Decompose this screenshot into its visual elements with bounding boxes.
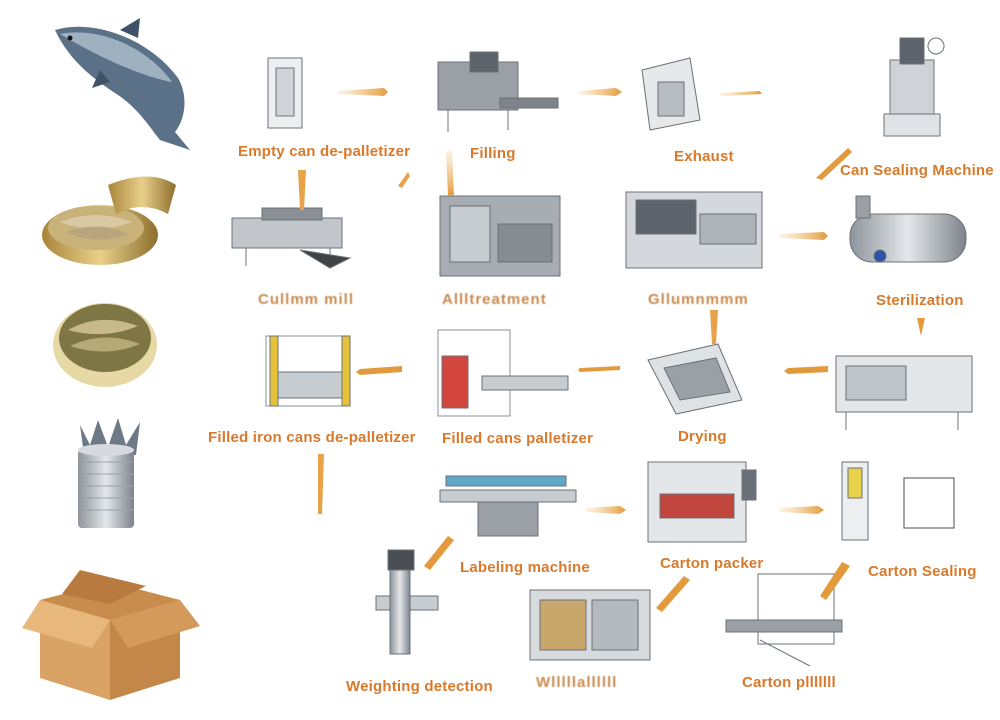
arrow-filling-to-exhaust xyxy=(578,88,622,96)
filled-iron-cans-depalletizer-machine xyxy=(265,335,351,407)
arrow-small-diag xyxy=(398,172,410,188)
filled-cans-palletizer-machine xyxy=(437,329,569,417)
weighting-detection-machine xyxy=(375,549,439,655)
label-filling: Filling xyxy=(470,145,516,162)
arrow-weighting-to-labeling xyxy=(424,536,454,570)
arrow-sterconv-to-drying xyxy=(784,366,828,374)
tin-can-with-fish-icon xyxy=(78,418,140,528)
arrow-sealing-to-next xyxy=(816,148,852,180)
arrow-depalletizer-to-filling xyxy=(338,88,388,96)
carton-packer-machine xyxy=(647,461,757,543)
empty-can-depalletizer-machine xyxy=(267,57,303,129)
arrow-sterilization-down xyxy=(917,318,925,336)
exhaust-machine xyxy=(641,57,701,131)
warehouse-machine xyxy=(529,589,651,661)
arrow-palletizer-to-warehouse xyxy=(656,576,690,612)
arrow-conveyor-to-depal xyxy=(298,170,306,210)
label-pretreatment: Allltreatment xyxy=(442,291,547,308)
label-weighting-detection: Weighting detection xyxy=(346,678,493,695)
sterilization-machine xyxy=(849,195,967,263)
arrow-drying-to-palletizer xyxy=(578,366,620,372)
label-can-sealing-machine: Can Sealing Machine xyxy=(840,162,994,179)
label-filled-iron-cans-depalletizer: Filled iron cans de-palletizer xyxy=(208,429,416,446)
sterilization-conveyor-machine xyxy=(835,355,973,430)
carton-palletizer-machine xyxy=(725,573,843,667)
labeling-machine xyxy=(439,475,577,537)
open-sardine-can-icon xyxy=(42,176,176,265)
conveyor-machine xyxy=(231,207,352,269)
label-empty-can-depalletizer: Empty can de-palletizer xyxy=(238,143,411,160)
can-sealing-machine xyxy=(883,37,945,137)
arrow-to-sterilization xyxy=(780,232,828,240)
pretreatment-machine xyxy=(439,195,561,277)
carton-sealing-machine xyxy=(841,461,955,541)
arrow-labeling-to-packer xyxy=(586,506,626,514)
label-exhaust: Exhaust xyxy=(674,148,734,165)
arrow-palletizer-to-depal xyxy=(356,366,402,375)
flow-arrows xyxy=(298,88,925,612)
label-filled-cans-palletizer: Filled cans palletizer xyxy=(442,430,594,447)
arrow-sealing-to-palletizer xyxy=(820,562,850,600)
label-carton-sealing: Carton Sealing xyxy=(868,563,977,580)
label-conveyor: Cullmm mill xyxy=(258,291,355,308)
cardboard-box-icon xyxy=(22,570,200,700)
label-warehouse: Wlllllallllll xyxy=(536,674,618,691)
arrow-packer-to-sealing xyxy=(780,506,824,514)
label-sterilization: Sterilization xyxy=(876,292,964,309)
filling-machine xyxy=(437,51,559,132)
salmon-icon xyxy=(55,18,190,150)
label-cooling: Gllumnmmm xyxy=(648,291,749,308)
arrow-depal-down xyxy=(318,454,324,514)
cooling-machine xyxy=(625,191,763,269)
arrow-pretreat-to-filling xyxy=(446,150,454,196)
arrow-exhaust-to-sealing xyxy=(720,91,762,96)
arrow-cooling-down xyxy=(710,310,718,344)
label-carton-palletizer: Carton plllllll xyxy=(742,674,836,691)
label-carton-packer: Carton packer xyxy=(660,555,764,572)
label-labeling-machine: Labeling machine xyxy=(460,559,590,576)
label-drying: Drying xyxy=(678,428,727,445)
round-sardine-tin-icon xyxy=(53,303,157,387)
drying-machine xyxy=(647,343,743,415)
